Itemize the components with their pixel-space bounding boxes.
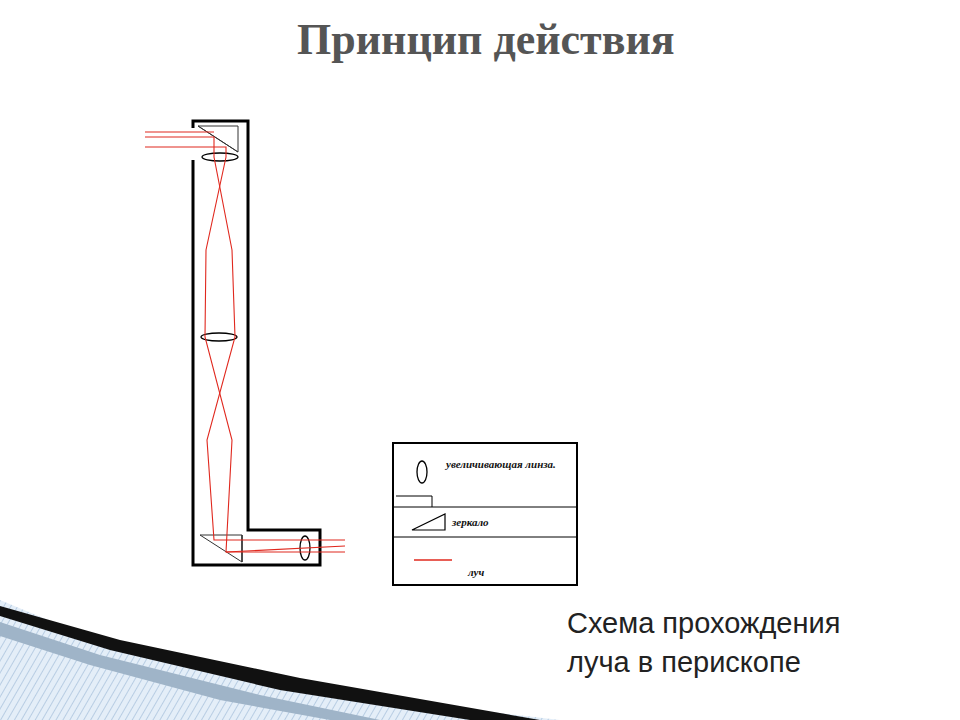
slide-title: Принцип действия [297, 14, 675, 65]
legend-ray-symbol [414, 559, 452, 560]
light-rays [145, 132, 345, 552]
decor-swoosh [0, 600, 560, 720]
bottom-mirror [200, 535, 242, 562]
legend-label: луч [468, 566, 558, 579]
legend-lens-symbol [417, 461, 427, 483]
legend-label: зеркало [452, 516, 562, 529]
top-lens [202, 153, 238, 161]
figure-caption: Схема прохождения луча в перископе [567, 604, 897, 682]
legend-label: увеличивающая линза. [446, 458, 564, 471]
legend-mirror-symbol [412, 514, 445, 530]
top-mirror [198, 126, 238, 152]
legend-box [393, 443, 577, 585]
periscope-housing [193, 121, 320, 565]
middle-lens [201, 333, 237, 341]
